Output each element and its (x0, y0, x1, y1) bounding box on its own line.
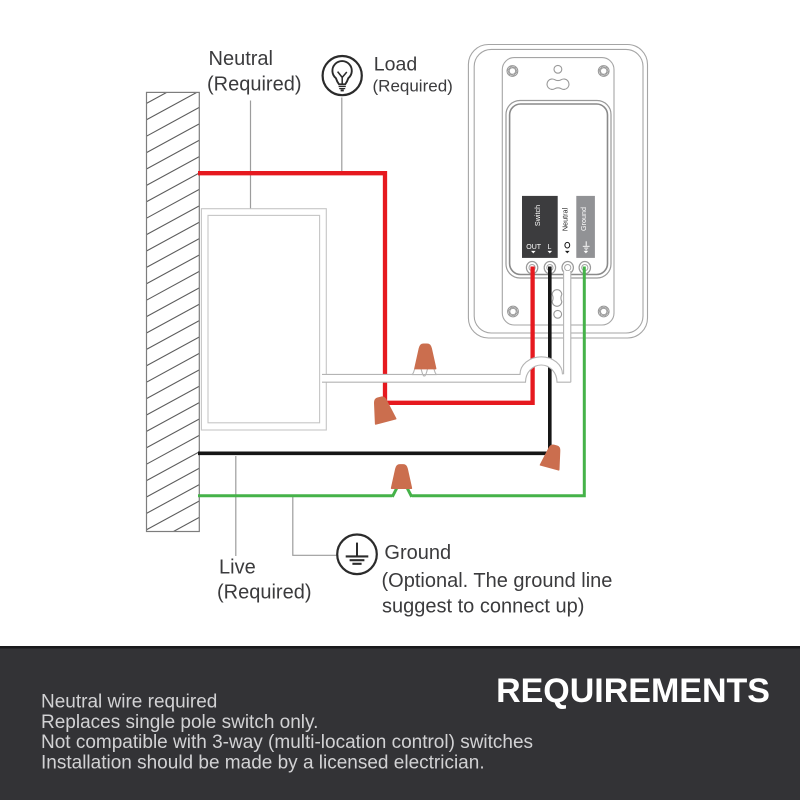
svg-text:Neutral: Neutral (209, 48, 273, 70)
svg-text:Replaces single pole switch on: Replaces single pole switch only. (41, 712, 318, 733)
svg-text:Installation should be made by: Installation should be made by a license… (41, 752, 485, 773)
svg-text:REQUIREMENTS: REQUIREMENTS (496, 672, 770, 710)
svg-text:Load: Load (374, 54, 417, 76)
svg-text:L: L (547, 244, 551, 251)
svg-text:Not compatible with 3-way (mul: Not compatible with 3-way (multi-locatio… (41, 732, 533, 753)
svg-text:OUT: OUT (526, 244, 542, 251)
svg-text:(Optional. The ground line: (Optional. The ground line (382, 570, 613, 592)
svg-text:suggest to connect up): suggest to connect up) (382, 596, 584, 618)
svg-text:(Required): (Required) (373, 77, 453, 96)
svg-text:Ground: Ground (384, 542, 451, 564)
svg-text:Live: Live (219, 557, 256, 579)
svg-text:(Required): (Required) (217, 582, 311, 604)
svg-text:Switch: Switch (533, 205, 542, 226)
svg-text:Ground: Ground (579, 207, 588, 231)
svg-text:Neutral wire required: Neutral wire required (41, 692, 217, 713)
svg-text:Neutral: Neutral (560, 208, 569, 232)
svg-text:(Required): (Required) (207, 74, 301, 96)
